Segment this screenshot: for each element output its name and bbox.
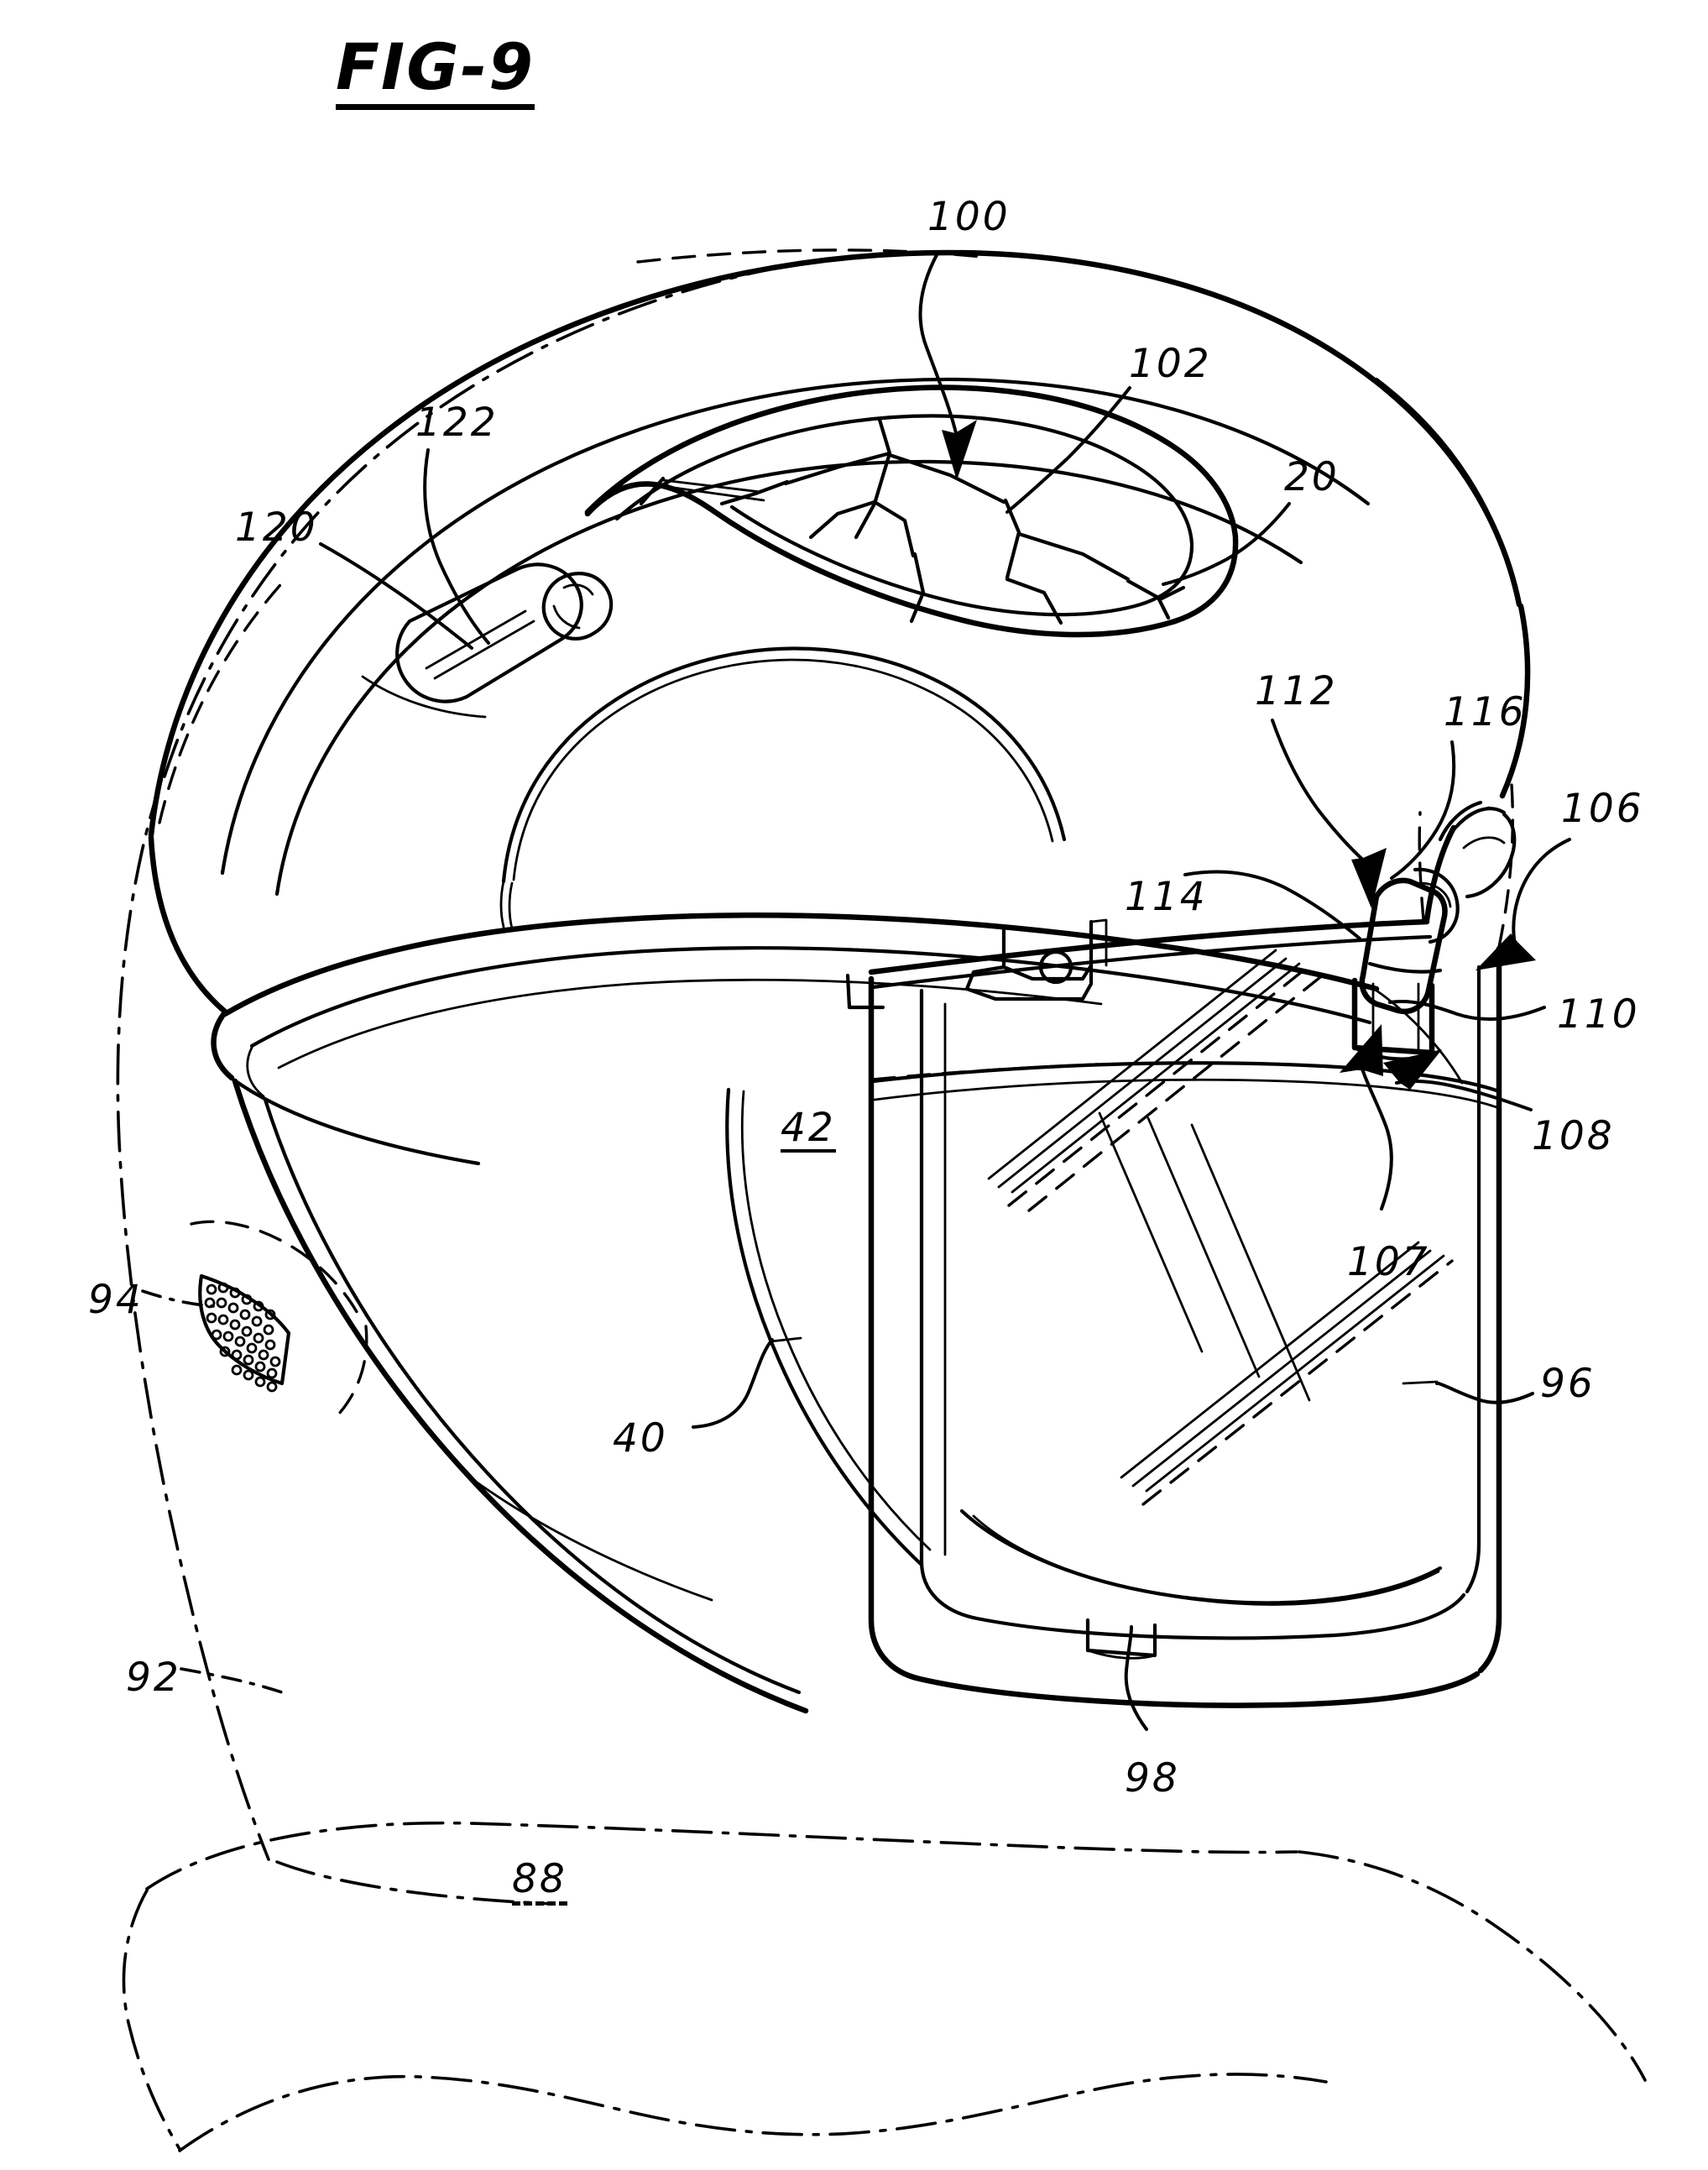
wearer-head-phantom [116, 260, 807, 1906]
callout-100: 100 [927, 194, 1011, 240]
callout-122: 122 [415, 400, 499, 446]
callout-20: 20 [1284, 454, 1340, 500]
callout-98: 98 [1125, 1755, 1180, 1801]
shield-glare-lines-lower [1120, 1241, 1454, 1506]
callout-102: 102 [1129, 341, 1212, 387]
callout-120: 120 [235, 505, 318, 551]
callout-92: 92 [126, 1655, 181, 1701]
helmet-shell-outer [148, 248, 1523, 1015]
callout-110: 110 [1557, 991, 1640, 1038]
shield-glare-lines-upper [987, 949, 1326, 1212]
callout-40: 40 [613, 1415, 668, 1461]
callout-42: 42 [781, 1105, 836, 1153]
helmet-rear-contours [1375, 772, 1515, 1085]
callout-107: 107 [1347, 1239, 1430, 1285]
leader-lines [141, 250, 1571, 1731]
helmet-crown-ridge [220, 377, 1531, 897]
callout-106: 106 [1561, 786, 1644, 832]
callout-112: 112 [1255, 668, 1338, 714]
figure-title: FIG-9 [336, 34, 535, 110]
callout-88: 88 [512, 1859, 567, 1906]
top-vent [584, 384, 1239, 638]
helmet-dome-arch [499, 646, 1067, 930]
face-shield [868, 945, 1502, 1708]
wearer-shoulders-phantom [122, 1821, 1647, 2152]
callout-114: 114 [1125, 874, 1208, 920]
callout-96: 96 [1540, 1361, 1596, 1407]
callout-94: 94 [88, 1277, 144, 1323]
adjustment-knob [361, 562, 614, 719]
callout-108: 108 [1532, 1113, 1615, 1159]
ear-mesh-panel [190, 1220, 368, 1415]
callout-116: 116 [1444, 689, 1527, 735]
helmet-lower-shell [232, 1078, 932, 1714]
